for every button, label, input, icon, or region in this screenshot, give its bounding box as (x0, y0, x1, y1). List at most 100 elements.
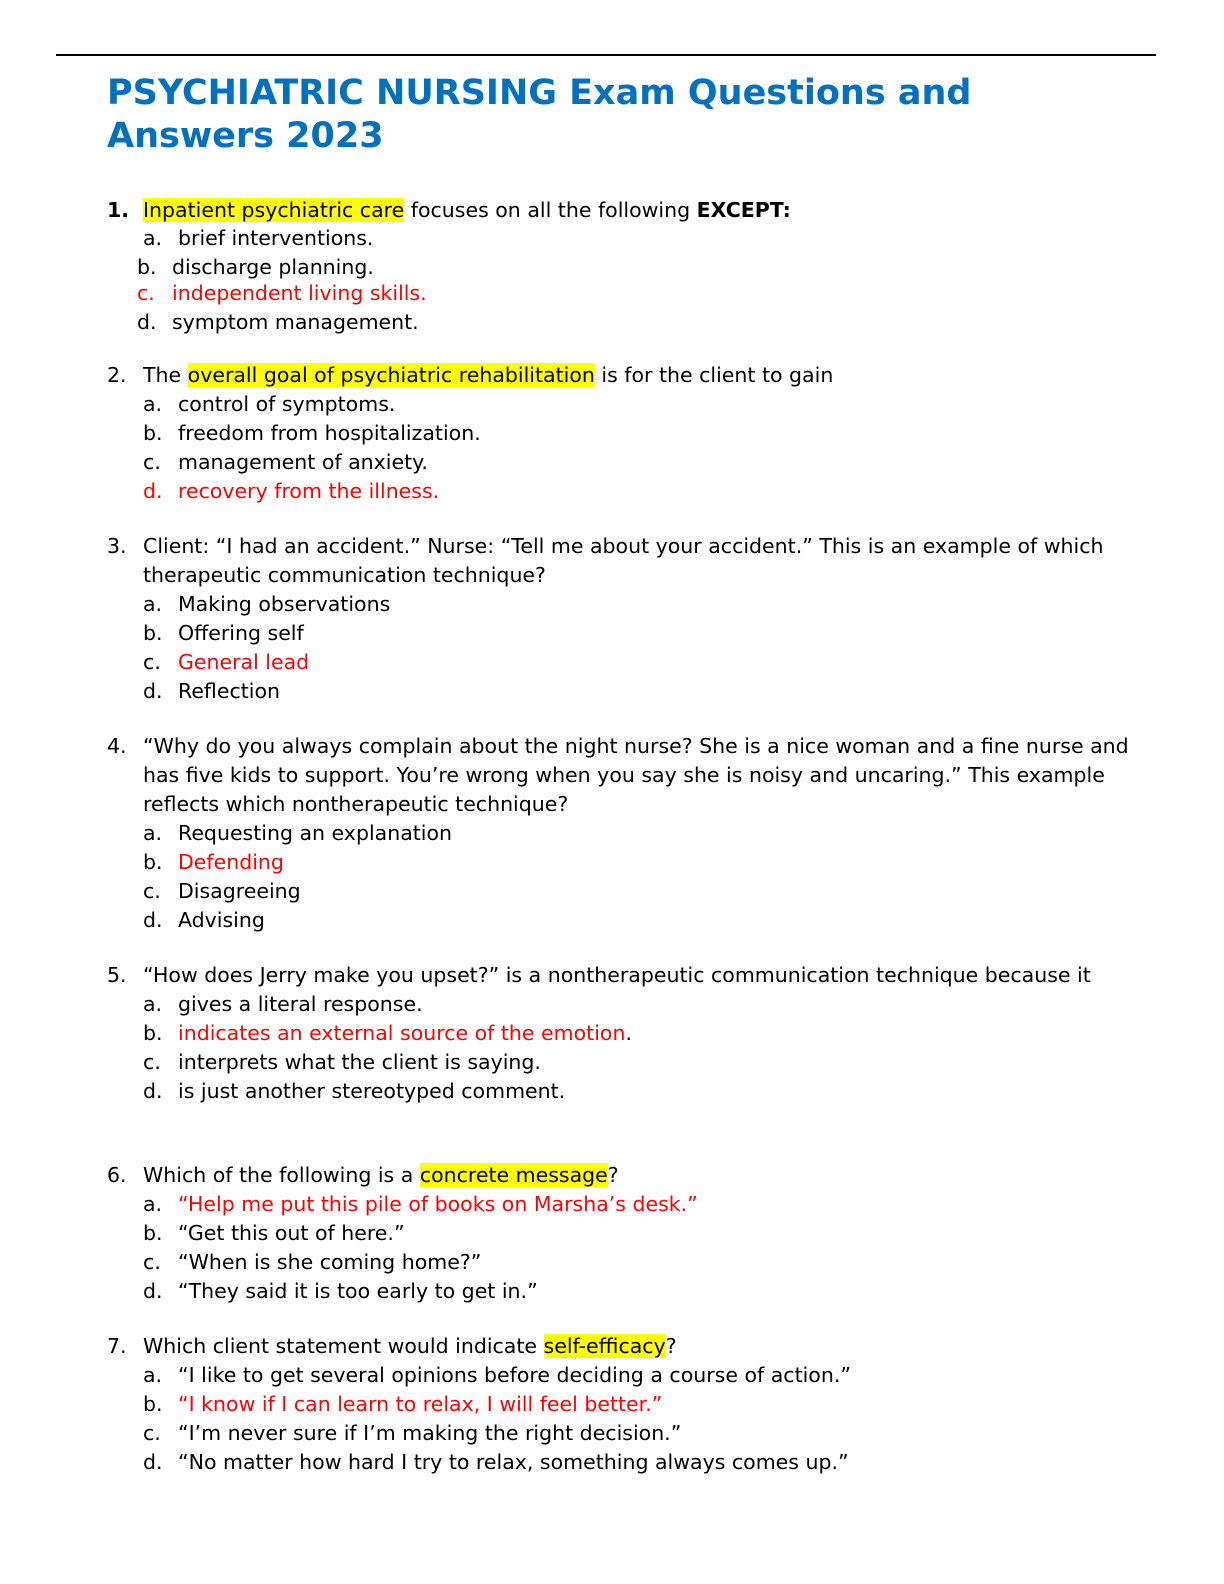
option-letter: d. (143, 908, 163, 932)
question-5: 5. “How does Jerry make you upset?” is a… (107, 961, 1167, 1106)
option-letter: d. (143, 679, 163, 703)
option-text: brief interventions. (178, 226, 374, 250)
option-text: freedom from hospitalization. (178, 421, 481, 445)
option-text: gives a literal response. (178, 992, 423, 1016)
question-4: 4. “Why do you always complain about the… (107, 732, 1167, 935)
question-1: 1. Inpatient psychiatric care focuses on… (107, 196, 1167, 337)
option-text: Requesting an explanation (178, 821, 453, 845)
option-b-correct: b. indicates an external source of the e… (107, 1019, 1167, 1048)
option-text: “No matter how hard I try to relax, some… (178, 1450, 849, 1474)
option-c-correct: c. independent living skills. (107, 279, 1167, 308)
option-c: c. interprets what the client is saying. (107, 1048, 1167, 1077)
option-d: d. symptom management. (107, 308, 1167, 337)
option-letter: a. (143, 592, 163, 616)
question-number: 7. (107, 1334, 127, 1358)
option-letter: a. (143, 821, 163, 845)
highlighted-term: overall goal of psychiatric rehabilitati… (187, 363, 595, 387)
document-title: PSYCHIATRIC NURSING Exam Questions and A… (107, 73, 972, 156)
highlighted-term: self-efficacy (543, 1334, 666, 1358)
option-letter: c. (143, 1050, 161, 1074)
option-letter: b. (143, 421, 163, 445)
question-number: 4. (107, 734, 127, 758)
question-number: 2. (107, 363, 127, 387)
option-a: a. Requesting an explanation (107, 819, 1167, 848)
option-text: indicates an external source of the emot… (178, 1021, 626, 1045)
question-6: 6. Which of the following is a concrete … (107, 1161, 1167, 1306)
stem-text: “Why do you always complain about the ni… (143, 734, 1129, 816)
question-stem: 2. The overall goal of psychiatric rehab… (107, 361, 1167, 390)
option-letter: c. (143, 1250, 161, 1274)
stem-text: Which client statement would indicate (143, 1334, 544, 1358)
option-letter: d. (137, 310, 157, 334)
option-letter: d. (143, 1450, 163, 1474)
option-a: a. brief interventions. (107, 224, 1167, 253)
option-text: “I know if I can learn to relax, I will … (178, 1392, 663, 1416)
option-d: d. Reflection (107, 677, 1167, 706)
option-letter: c. (143, 879, 161, 903)
option-text: recovery from the illness. (178, 479, 440, 503)
highlighted-term: concrete message (419, 1163, 608, 1187)
option-text: “I’m never sure if I’m making the right … (178, 1421, 682, 1445)
option-a: a. Making observations (107, 590, 1167, 619)
option-text: “I like to get several opinions before d… (178, 1363, 851, 1387)
option-letter: b. (143, 850, 163, 874)
question-3: 3. Client: “I had an accident.” Nurse: “… (107, 532, 1167, 706)
option-d: d. “They said it is too early to get in.… (107, 1277, 1167, 1306)
question-7: 7. Which client statement would indicate… (107, 1332, 1167, 1477)
option-text: “They said it is too early to get in.” (178, 1279, 538, 1303)
stem-text: ? (607, 1163, 619, 1187)
option-suffix: . (625, 1021, 632, 1045)
option-letter: b. (143, 1392, 163, 1416)
option-letter: c. (143, 1421, 161, 1445)
option-letter: b. (143, 621, 163, 645)
option-b: b. Offering self (107, 619, 1167, 648)
option-letter: d. (143, 1279, 163, 1303)
option-text: is just another stereotyped comment. (178, 1079, 566, 1103)
option-a: a. gives a literal response. (107, 990, 1167, 1019)
option-text: “When is she coming home?” (178, 1250, 482, 1274)
option-b: b. freedom from hospitalization. (107, 419, 1167, 448)
option-b: b. discharge planning. (107, 253, 1167, 282)
option-c-correct: c. General lead (107, 648, 1167, 677)
option-text: discharge planning. (172, 255, 374, 279)
header-rule (56, 54, 1156, 56)
question-stem: 3. Client: “I had an accident.” Nurse: “… (107, 532, 1167, 590)
question-number: 5. (107, 963, 127, 987)
question-stem: 4. “Why do you always complain about the… (107, 732, 1167, 819)
option-letter: b. (137, 255, 157, 279)
option-text: Making observations (178, 592, 391, 616)
option-letter: c. (137, 281, 155, 305)
option-text: interprets what the client is saying. (178, 1050, 541, 1074)
question-stem: 7. Which client statement would indicate… (107, 1332, 1167, 1361)
option-d-correct: d. recovery from the illness. (107, 477, 1167, 506)
stem-text: The (143, 363, 188, 387)
stem-text: focuses on all the following (404, 198, 697, 222)
option-text: General lead (178, 650, 310, 674)
stem-emphasis: EXCEPT: (696, 198, 791, 222)
option-d: d. Advising (107, 906, 1167, 935)
option-text: “Help me put this pile of books on Marsh… (178, 1192, 698, 1216)
option-text: “Get this out of here.” (178, 1221, 405, 1245)
option-b-correct: b. Defending (107, 848, 1167, 877)
stem-text: is for the client to gain (594, 363, 834, 387)
question-2: 2. The overall goal of psychiatric rehab… (107, 361, 1167, 506)
question-number: 3. (107, 534, 127, 558)
option-c: c. “When is she coming home?” (107, 1248, 1167, 1277)
question-stem: 6. Which of the following is a concrete … (107, 1161, 1167, 1190)
option-letter: c. (143, 650, 161, 674)
option-c: c. management of anxiety. (107, 448, 1167, 477)
option-letter: d. (143, 1079, 163, 1103)
option-d: d. is just another stereotyped comment. (107, 1077, 1167, 1106)
option-text: Advising (178, 908, 265, 932)
question-stem: 1. Inpatient psychiatric care focuses on… (107, 196, 1167, 225)
option-d: d. “No matter how hard I try to relax, s… (107, 1448, 1167, 1477)
option-c: c. “I’m never sure if I’m making the rig… (107, 1419, 1167, 1448)
option-text: Reflection (178, 679, 280, 703)
option-text: Disagreeing (178, 879, 301, 903)
stem-text: Which of the following is a (143, 1163, 420, 1187)
option-a: a. control of symptoms. (107, 390, 1167, 419)
option-text: Defending (178, 850, 284, 874)
option-letter: a. (143, 392, 163, 416)
option-a: a. “I like to get several opinions befor… (107, 1361, 1167, 1390)
